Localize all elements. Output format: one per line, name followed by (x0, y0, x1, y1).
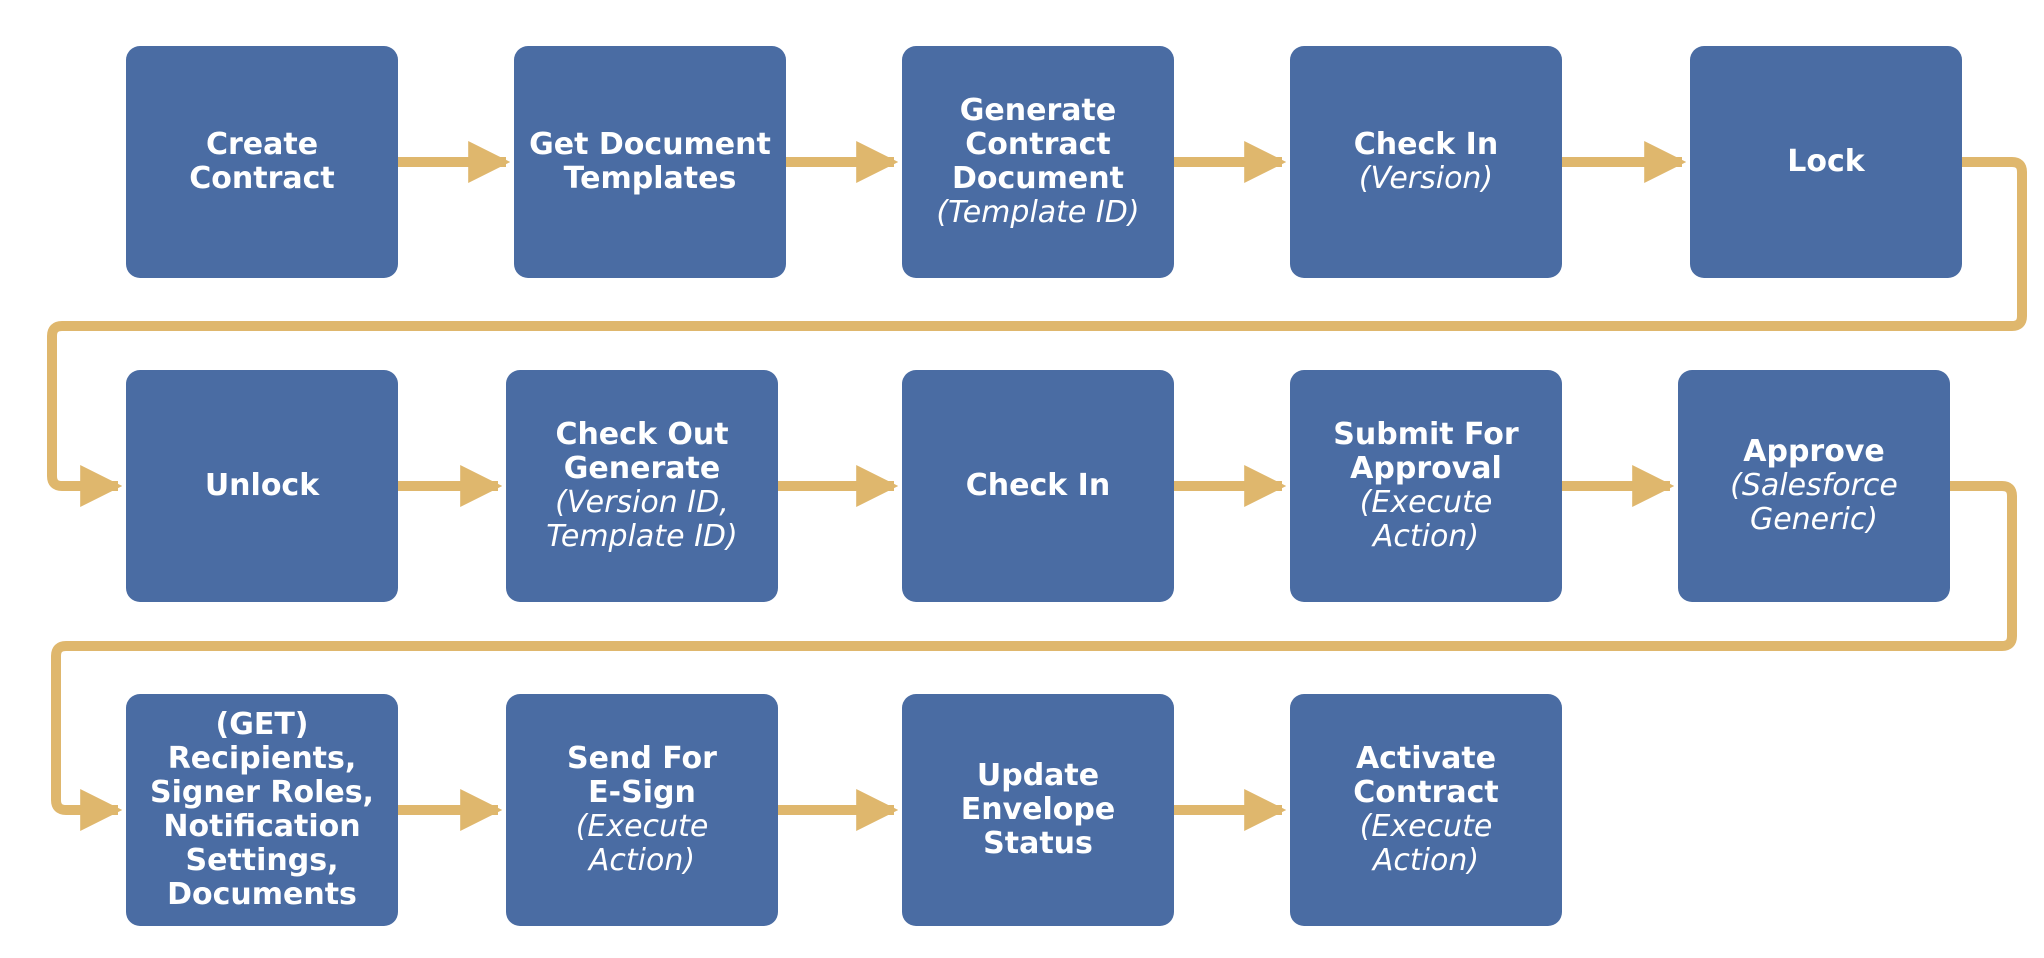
step-subtitle: (Template ID) (936, 195, 1140, 230)
step-submit-for-approval: Submit For Approval (Execute Action) (1290, 370, 1562, 602)
step-title: Activate Contract (1353, 741, 1499, 810)
step-generate-contract-document: Generate Contract Document (Template ID) (902, 46, 1174, 278)
step-subtitle: (Execute Action) (575, 809, 709, 878)
step-approve: Approve (Salesforce Generic) (1678, 370, 1950, 602)
step-subtitle: (Version) (1358, 161, 1494, 196)
step-title: Update Envelope Status (960, 758, 1116, 861)
step-title: (GET) Recipients, Signer Roles, Notifica… (150, 707, 374, 912)
connector-lock-to-unlock (47, 157, 2027, 507)
step-title: Generate Contract Document (952, 93, 1124, 196)
step-subtitle: (Version ID, Template ID) (546, 485, 738, 554)
step-check-in: Check In (902, 370, 1174, 602)
step-activate-contract: Activate Contract (Execute Action) (1290, 694, 1562, 926)
step-subtitle: (Salesforce Generic) (1730, 468, 1898, 537)
step-update-envelope-status: Update Envelope Status (902, 694, 1174, 926)
step-get-document-templates: Get Document Templates (514, 46, 786, 278)
step-title: Create Contract (189, 127, 335, 196)
step-unlock: Unlock (126, 370, 398, 602)
step-send-for-e-sign: Send For E-Sign (Execute Action) (506, 694, 778, 926)
step-subtitle: (Execute Action) (1359, 485, 1493, 554)
step-title: Check Out Generate (555, 417, 729, 486)
step-check-in-version: Check In (Version) (1290, 46, 1562, 278)
step-title: Submit For Approval (1333, 417, 1519, 486)
step-get-recipients: (GET) Recipients, Signer Roles, Notifica… (126, 694, 398, 926)
step-title: Send For E-Sign (567, 741, 717, 810)
step-title: Unlock (204, 468, 320, 503)
step-title: Check In (1353, 127, 1499, 162)
step-title: Approve (1743, 434, 1885, 469)
step-lock: Lock (1690, 46, 1962, 278)
connector-approve-to-get-recipients (51, 481, 2017, 831)
step-check-out-generate: Check Out Generate (Version ID, Template… (506, 370, 778, 602)
step-title: Lock (1787, 144, 1865, 179)
step-create-contract: Create Contract (126, 46, 398, 278)
step-subtitle: (Execute Action) (1359, 809, 1493, 878)
step-title: Get Document Templates (529, 127, 771, 196)
step-title: Check In (965, 468, 1111, 503)
